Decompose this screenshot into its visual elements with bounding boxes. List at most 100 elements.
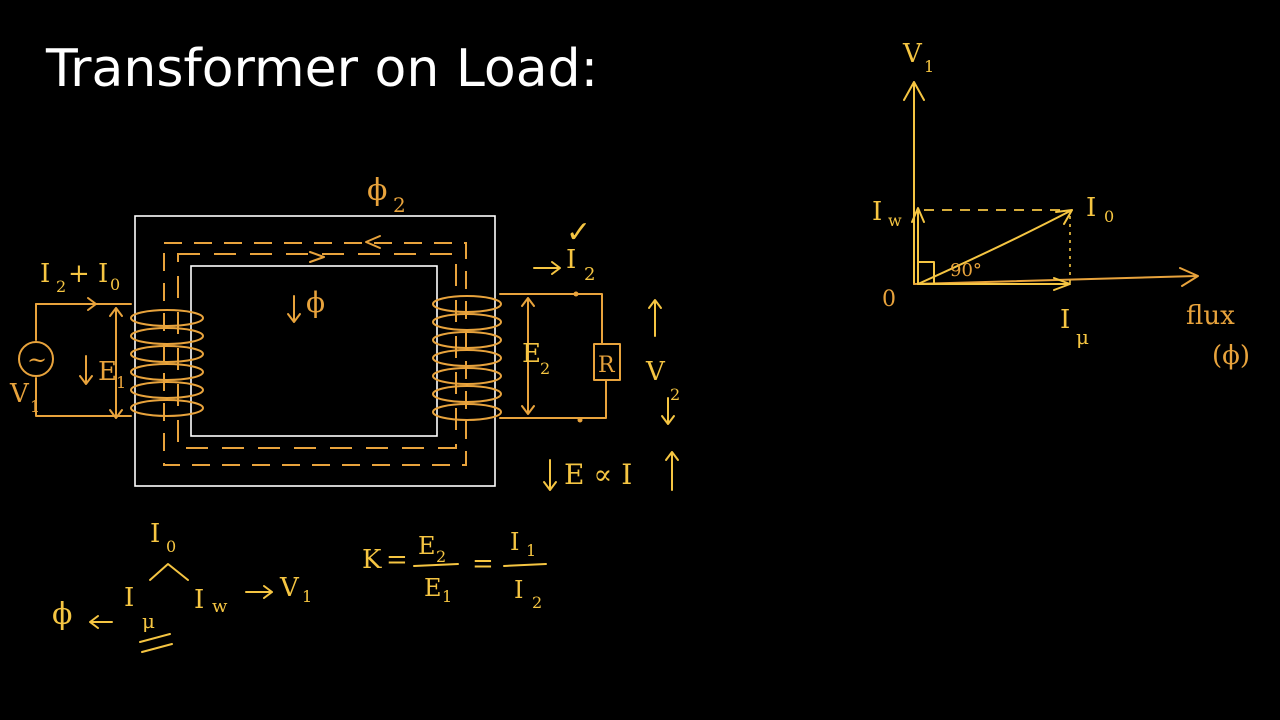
secondary-current-label: I 2 ✓ bbox=[533, 215, 595, 285]
down-arrow-icon bbox=[287, 295, 301, 323]
core-outer-edge bbox=[134, 215, 496, 487]
right-arrow-icon bbox=[245, 585, 273, 599]
primary-winding bbox=[130, 309, 204, 417]
page-title: Transformer on Load: bbox=[45, 39, 598, 99]
secondary-winding bbox=[432, 295, 502, 421]
svg-text:K: K bbox=[362, 545, 382, 575]
main-flux-label: ϕ bbox=[287, 286, 325, 323]
ac-source-icon bbox=[18, 341, 54, 377]
phi-symbol: ϕ bbox=[306, 286, 325, 319]
flux-axis-symbol: (ϕ) bbox=[1212, 341, 1250, 371]
i0-phasor bbox=[917, 209, 1073, 285]
svg-text:V: V bbox=[645, 357, 666, 387]
svg-text:I: I bbox=[510, 528, 519, 556]
svg-text:I: I bbox=[124, 583, 134, 613]
svg-text:1: 1 bbox=[116, 373, 126, 392]
up-arrow-icon bbox=[665, 451, 679, 491]
svg-text:E ∝ I: E ∝ I bbox=[564, 458, 632, 491]
load-resistor bbox=[593, 343, 621, 381]
current-arrow-icon bbox=[69, 297, 97, 311]
svg-text:1: 1 bbox=[302, 587, 312, 606]
svg-text:2: 2 bbox=[540, 359, 550, 378]
primary-circuit: ~ bbox=[18, 297, 132, 419]
secondary-circuit: R bbox=[499, 291, 621, 423]
phasor-diagram: V 1 flux (ϕ) 0 I w I 0 I μ 90° bbox=[872, 39, 1250, 371]
e1-double-arrow-icon bbox=[109, 307, 123, 419]
phi-subscript: 2 bbox=[393, 193, 406, 217]
flux-paths bbox=[163, 235, 467, 466]
svg-text:I: I bbox=[566, 245, 576, 275]
iw-phasor bbox=[911, 207, 925, 285]
svg-text:I: I bbox=[40, 259, 50, 289]
secondary-flux-arrow-icon bbox=[365, 235, 381, 249]
svg-text:μ: μ bbox=[142, 609, 155, 633]
svg-text:2: 2 bbox=[584, 264, 595, 285]
ac-wave-icon: ~ bbox=[27, 346, 47, 374]
transformer-core bbox=[134, 215, 496, 487]
svg-text:I: I bbox=[514, 576, 523, 604]
svg-text:1: 1 bbox=[30, 397, 40, 416]
right-arrow-icon bbox=[533, 261, 561, 275]
left-arrow-icon bbox=[89, 615, 113, 629]
primary-current-label: I 2 + I 0 bbox=[40, 259, 120, 296]
svg-text:I: I bbox=[872, 197, 882, 227]
angle-label: 90° bbox=[950, 260, 982, 281]
proportional-note: E ∝ I bbox=[543, 451, 679, 491]
load-voltage-label: V 2 bbox=[645, 299, 680, 425]
svg-text:2: 2 bbox=[670, 385, 680, 404]
down-arrow-icon bbox=[79, 355, 93, 385]
svg-text:=: = bbox=[386, 545, 408, 575]
svg-text:V: V bbox=[902, 39, 923, 69]
down-arrow-icon bbox=[543, 459, 557, 491]
split-branch bbox=[149, 563, 189, 581]
svg-text:E: E bbox=[424, 574, 442, 602]
check-icon: ✓ bbox=[566, 215, 591, 250]
supply-voltage-label: V 1 bbox=[9, 379, 40, 416]
svg-text:E: E bbox=[522, 339, 541, 369]
svg-text:0: 0 bbox=[1104, 207, 1114, 226]
svg-text:w: w bbox=[888, 211, 902, 230]
down-arrow-icon bbox=[661, 397, 675, 425]
origin-label: 0 bbox=[882, 287, 896, 312]
svg-text:1: 1 bbox=[526, 541, 536, 560]
right-angle-mark bbox=[917, 261, 935, 285]
svg-text:I: I bbox=[194, 585, 204, 615]
imu-phasor bbox=[917, 277, 1071, 291]
secondary-flux-path bbox=[163, 242, 467, 466]
core-window bbox=[190, 265, 438, 437]
svg-text:0: 0 bbox=[110, 275, 120, 294]
phi-symbol: ϕ bbox=[367, 173, 387, 208]
svg-text:μ: μ bbox=[1076, 325, 1089, 349]
svg-text:1: 1 bbox=[442, 587, 452, 606]
flux-axis-arrow bbox=[913, 267, 1199, 287]
flux-axis-label: flux bbox=[1186, 301, 1235, 331]
svg-text:2: 2 bbox=[532, 593, 542, 612]
current-split-tree: I 0 ϕ I μ I w V 1 bbox=[52, 519, 312, 653]
flux-secondary-label: ϕ 2 bbox=[367, 173, 406, 217]
svg-text:+ I: + I bbox=[68, 259, 108, 289]
load-label: R bbox=[598, 353, 616, 378]
svg-text:V: V bbox=[279, 573, 300, 603]
svg-text:w: w bbox=[212, 596, 228, 617]
fraction-bar bbox=[503, 563, 547, 567]
svg-text:2: 2 bbox=[436, 547, 446, 566]
svg-text:E: E bbox=[98, 357, 117, 387]
svg-text:I: I bbox=[150, 519, 160, 549]
fraction-bar bbox=[413, 563, 459, 567]
svg-text:V: V bbox=[9, 379, 30, 409]
svg-text:=: = bbox=[472, 549, 494, 579]
e2-double-arrow-icon bbox=[521, 297, 535, 415]
svg-text:2: 2 bbox=[56, 277, 66, 296]
svg-text:E: E bbox=[418, 532, 436, 560]
main-flux-path bbox=[177, 253, 457, 449]
svg-text:I: I bbox=[1060, 305, 1070, 335]
turns-ratio-equation: K = E 2 E 1 = I 1 I 2 bbox=[362, 528, 547, 612]
svg-text:0: 0 bbox=[166, 537, 176, 556]
main-flux-arrow-icon bbox=[309, 251, 325, 263]
v1-axis-arrow bbox=[903, 81, 925, 285]
double-underline bbox=[139, 633, 173, 653]
svg-text:I: I bbox=[1086, 193, 1096, 223]
svg-text:ϕ: ϕ bbox=[52, 597, 72, 632]
emf-primary-label: E 1 bbox=[79, 355, 126, 392]
